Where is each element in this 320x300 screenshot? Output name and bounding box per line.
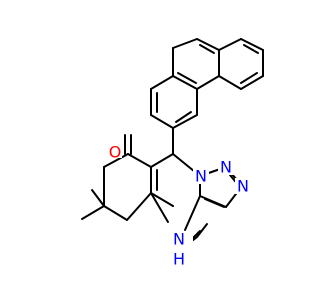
bond-naph-7	[218, 38, 242, 51]
label-bg-nh	[165, 231, 193, 267]
bond-naph-11	[218, 75, 242, 90]
label-bg-n2	[218, 159, 234, 175]
bond-methyl-2	[91, 189, 105, 207]
atom-label-n-2: N	[220, 158, 232, 177]
bond-core-3	[150, 192, 174, 207]
bond-naph-8	[240, 38, 264, 51]
atom-label-n-1: N	[195, 167, 207, 186]
bond-nh-1	[150, 192, 169, 223]
bond-triazole-nh	[184, 195, 201, 231]
bond-core-6	[196, 223, 208, 238]
bond-naph-5	[172, 75, 198, 90]
bond-naph-14	[150, 114, 174, 129]
bond-ring-1	[127, 153, 152, 168]
bond-naph-dbl-4	[240, 72, 258, 84]
bond-naph-4	[196, 75, 220, 90]
bond-ring-2	[103, 153, 129, 168]
atom-label-oxygen: O	[109, 143, 122, 162]
bond-naph-12	[150, 75, 174, 90]
label-bg-n3	[235, 178, 251, 194]
molecule-canvas: O N N N N H	[81, 38, 264, 269]
bond-naph-dbl-3	[243, 44, 259, 54]
bond-ring-4	[103, 205, 128, 221]
atom-label-nh-n: N	[173, 230, 185, 249]
bond-core-1	[150, 153, 174, 168]
bond-naph-dbl-1	[199, 44, 215, 54]
bond-ring-5	[126, 192, 152, 221]
bond-naph-2	[196, 38, 220, 51]
bond-naph-dbl-2	[177, 72, 197, 84]
bond-naph-dbl-6	[175, 111, 192, 123]
molecule-structure: O N N N N H	[81, 38, 264, 269]
bond-naph-15	[172, 114, 198, 129]
bond-naph-10	[240, 75, 264, 90]
bond-naph-1	[172, 38, 198, 49]
label-bg-n1	[193, 168, 209, 184]
label-bg-oxygen	[108, 142, 122, 158]
atom-label-nh-h: H	[173, 250, 185, 269]
atom-label-n-3: N	[237, 177, 249, 196]
bond-methyl-1	[81, 205, 105, 220]
bond-triazole-dbl-2	[204, 198, 225, 208]
